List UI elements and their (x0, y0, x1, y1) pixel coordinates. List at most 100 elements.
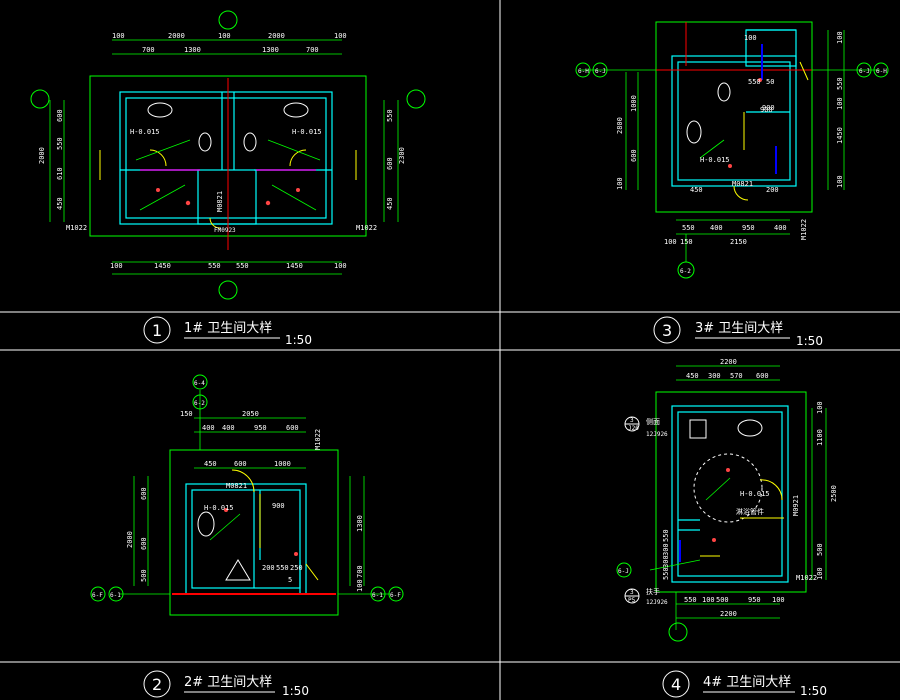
p1-right-dim-0: 2300 (398, 147, 406, 164)
p3-inner-2: 200 (766, 186, 779, 194)
p4-door-bottom: M1022 (796, 574, 817, 582)
p1-scale: 1:50 (285, 333, 312, 347)
p3-axis-left-0: 6-H (578, 68, 589, 75)
p3-left-dim-2: 600 (630, 149, 638, 162)
p1-bot-dim-0: 100 (110, 262, 123, 270)
p3-left-dim-3: 100 (616, 177, 624, 190)
p4-callout-bot-1: P5 (628, 597, 636, 604)
panel-1-plan: 100 2000 100 2000 100 700 1300 1300 700 … (30, 10, 426, 347)
panel-3-plan: 6-2 6-H 6-J 6-J 6-H 100 50 550 900 550 4… (575, 21, 889, 348)
p4-left-0: 550 (662, 529, 670, 542)
p1-right-dim-2: 600 (386, 157, 394, 170)
p4-title: 4# 卫生间大样 (703, 675, 791, 690)
p1-mark-mid: M0821 (216, 191, 224, 212)
p2-axis-top-1: 6-2 (194, 400, 205, 407)
p3-title: 3# 卫生间大样 (695, 321, 783, 336)
p1-bot-dim-3: 550 (236, 262, 249, 270)
p3-side-dim: M1022 (800, 219, 808, 240)
p1-top-dim-b1: 1300 (184, 46, 201, 54)
p4-bot-a0: 550 (684, 596, 697, 604)
p1-top-dim-a2: 100 (218, 32, 231, 40)
p3-bot-dim-a1: 400 (710, 224, 723, 232)
p3-top-dim-2: 550 (748, 78, 761, 86)
p2-left-2: 600 (140, 537, 148, 550)
p3-number: 3 (662, 321, 672, 340)
p4-right-2: 2500 (830, 485, 838, 502)
p4-bot-a4: 100 (772, 596, 785, 604)
p1-top-dim-a1: 2000 (168, 32, 185, 40)
p2-scale: 1:50 (282, 684, 309, 698)
p3-door: M0821 (732, 180, 753, 188)
p1-mark-left: H-0.015 (130, 128, 160, 136)
p4-top-b1: 300 (708, 372, 721, 380)
p2-top-b3: 600 (286, 424, 299, 432)
p3-right-dim-1: 550 (836, 77, 844, 90)
p2-axis-top-0: 6-4 (194, 380, 205, 387)
p4-bot-b0: 2200 (720, 610, 737, 618)
p4-callout-top-0: 3 (630, 417, 634, 424)
p1-left-dim-2: 550 (56, 137, 64, 150)
p4-bot-a3: 950 (748, 596, 761, 604)
p4-callout-top-2: 12J926 (646, 431, 668, 438)
p2-axis-right-1: 6-F (390, 592, 401, 599)
p4-right-4: 100 (816, 567, 824, 580)
p2-door-right: M1022 (314, 429, 322, 450)
p2-left-1: 600 (140, 487, 148, 500)
p4-callout-top-1: J20 (628, 425, 639, 432)
p3-scale: 1:50 (796, 334, 823, 348)
p4-left-3: 550 (662, 567, 670, 580)
p3-bot-dim-a0: 550 (682, 224, 695, 232)
p1-door-left: M1022 (66, 224, 87, 232)
p1-top-dim-b3: 700 (306, 46, 319, 54)
p2-axis-left-1: 6-1 (110, 592, 121, 599)
p3-left-dim-0: 1000 (630, 95, 638, 112)
p2-door-top: M0821 (226, 482, 247, 490)
p4-right-3: 500 (816, 543, 824, 556)
p1-top-dim-a4: 100 (334, 32, 347, 40)
p1-top-dim-b0: 700 (142, 46, 155, 54)
p2-left-0: 2000 (126, 531, 134, 548)
p3-bot-dim-b1: 150 (680, 238, 693, 246)
p1-top-dim-a3: 2000 (268, 32, 285, 40)
p1-left-dim-1: 600 (56, 109, 64, 122)
p1-top-dim-b2: 1300 (262, 46, 279, 54)
p3-bot-dim-a3: 400 (774, 224, 787, 232)
p2-axis-right-0: 6-1 (372, 592, 383, 599)
p1-left-dim-0: 2000 (38, 147, 46, 164)
p4-scale: 1:50 (800, 684, 827, 698)
p4-axis-left: 6-J (618, 568, 629, 575)
p4-top-b0: 450 (686, 372, 699, 380)
p4-door-right: M0921 (792, 495, 800, 516)
p3-right-dim-3: 1450 (836, 127, 844, 144)
p3-axis-right-0: 6-J (859, 68, 870, 75)
p2-top-c1: 600 (234, 460, 247, 468)
p1-title: 1# 卫生间大样 (184, 321, 272, 336)
p1-left-dim-4: 450 (56, 197, 64, 210)
p4-callout-bot-0: 3 (630, 589, 634, 596)
p2-mark: H-0.015 (204, 504, 234, 512)
p4-right-1: 1100 (816, 429, 824, 446)
p2-right-0: 1300 (356, 515, 364, 532)
p4-bot-a1: 100 (702, 596, 715, 604)
p2-inner-4: 5 (288, 576, 292, 584)
p3-bot-dim-b0: 100 (664, 238, 677, 246)
p3-bot-dim-a2: 950 (742, 224, 755, 232)
p3-axis-left-1: 6-J (595, 68, 606, 75)
p2-inner-0: 900 (272, 502, 285, 510)
panel-2-plan: 6-4 6-2 6-F 6-1 6-1 6-F 150 2050 400 400… (90, 374, 404, 698)
p4-bot-a2: 500 (716, 596, 729, 604)
p4-mark: H-0.015 (740, 490, 770, 498)
p2-title: 2# 卫生间大样 (184, 675, 272, 690)
p4-top-b2: 570 (730, 372, 743, 380)
p3-inner-0: 450 (690, 186, 703, 194)
p4-shower: 淋浴管件 (736, 507, 764, 516)
p4-top-b3: 600 (756, 372, 769, 380)
p3-right-dim-2: 100 (836, 97, 844, 110)
p1-door-right: M1022 (356, 224, 377, 232)
p2-top-b1: 400 (222, 424, 235, 432)
p3-axis-bottom: 6-2 (680, 268, 691, 275)
p4-number: 4 (671, 675, 681, 694)
p3-bot-dim-b2: 2150 (730, 238, 747, 246)
p4-label-bottom: 扶手 (646, 587, 660, 596)
